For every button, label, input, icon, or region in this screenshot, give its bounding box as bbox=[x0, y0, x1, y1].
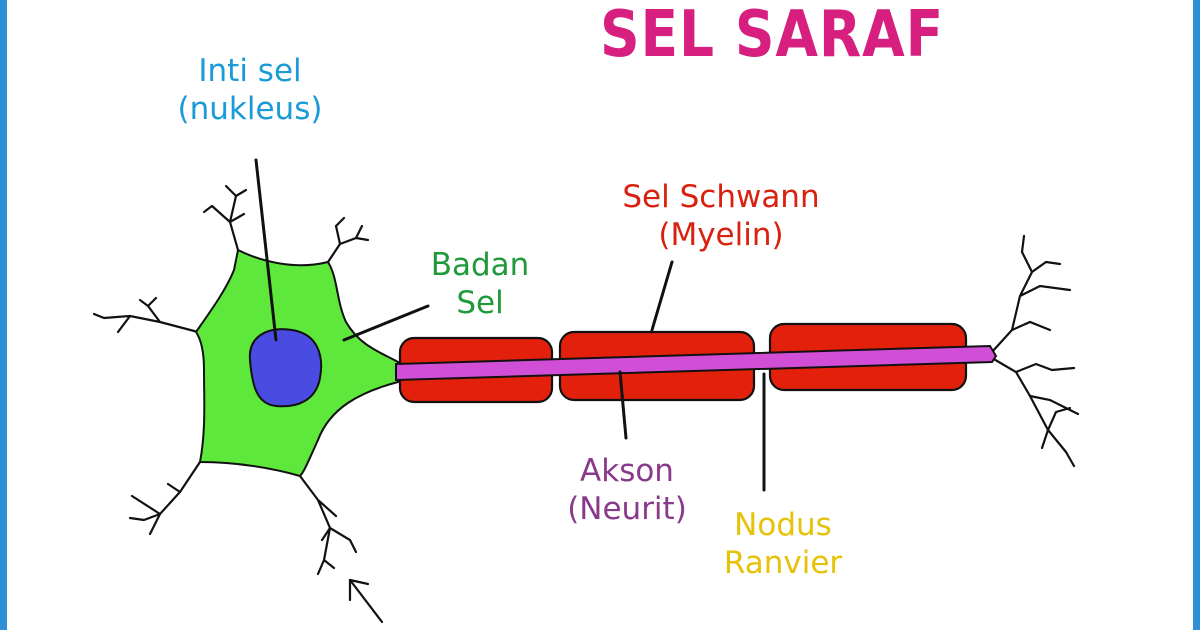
label-axon-line1: Akson bbox=[580, 453, 674, 489]
label-schwann-line2: (Myelin) bbox=[658, 217, 784, 253]
label-nucleus-line1: Inti sel bbox=[198, 53, 302, 89]
label-cell-body-line2: Sel bbox=[456, 285, 504, 321]
label-schwann: Sel Schwann (Myelin) bbox=[596, 178, 846, 254]
label-nucleus-line2: (nukleus) bbox=[177, 91, 323, 127]
label-schwann-line1: Sel Schwann bbox=[622, 179, 820, 215]
dendrites bbox=[92, 184, 1080, 576]
label-nucleus: Inti sel (nukleus) bbox=[160, 52, 340, 128]
pointer-lines bbox=[254, 158, 766, 492]
label-axon-line2: (Neurit) bbox=[567, 491, 687, 527]
label-axon: Akson (Neurit) bbox=[546, 452, 708, 528]
label-node-line2: Ranvier bbox=[723, 545, 843, 581]
axon bbox=[395, 344, 998, 382]
label-cell-body: Badan Sel bbox=[418, 246, 542, 322]
page-title: SEL SARAF bbox=[600, 0, 945, 72]
label-cell-body-line1: Badan bbox=[430, 247, 530, 283]
label-node-line1: Nodus bbox=[734, 507, 832, 543]
nucleus bbox=[248, 328, 323, 408]
arrow-icon bbox=[348, 578, 384, 624]
label-node-ranvier: Nodus Ranvier bbox=[708, 506, 858, 582]
